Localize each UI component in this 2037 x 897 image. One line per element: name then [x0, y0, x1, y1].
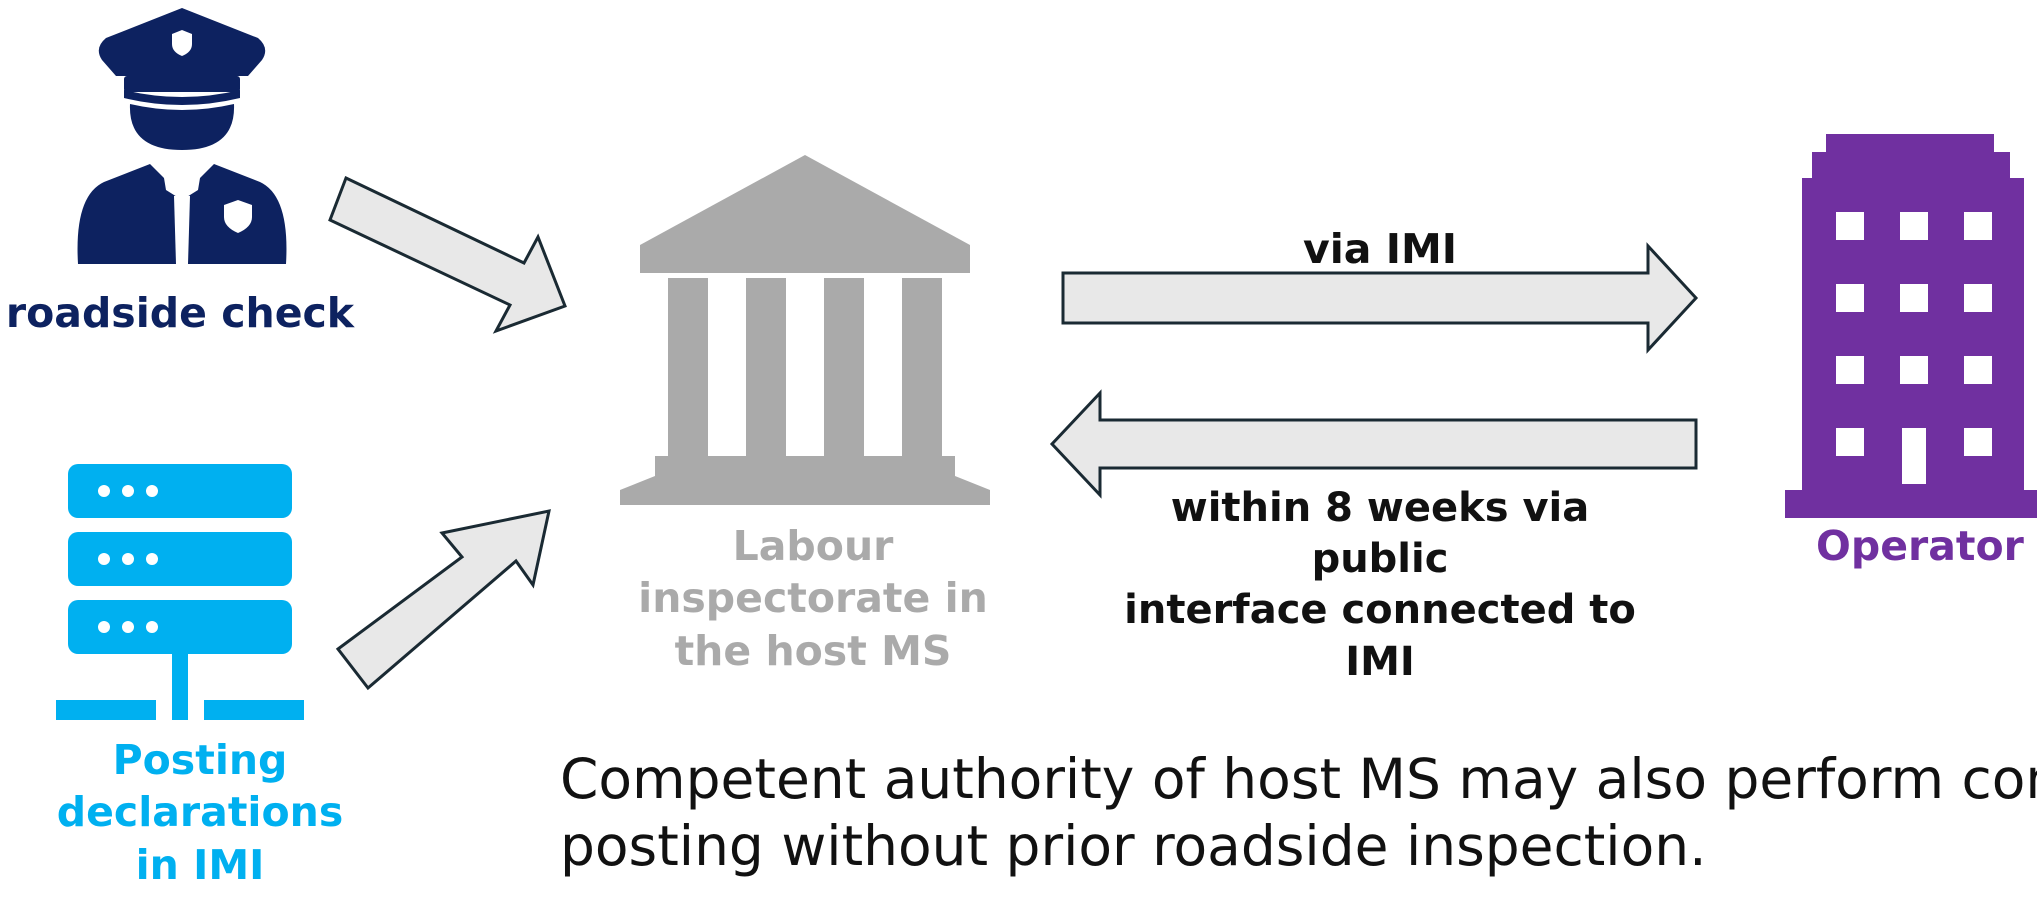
- government-building-icon: [620, 155, 990, 505]
- note-text: Competent authority of host MS may also …: [560, 747, 2037, 879]
- arrow-to-authority: [1049, 389, 1698, 499]
- within-8-weeks-label: within 8 weeks via public interface conn…: [1124, 485, 1636, 685]
- roadside-check-label: roadside check: [5, 289, 355, 337]
- via-imi-label: via IMI: [1302, 225, 1458, 273]
- server-rack-icon: [56, 464, 304, 720]
- posting-declarations-label: Posting declarations in IMI: [56, 736, 344, 889]
- office-building-icon: [1785, 134, 2037, 518]
- labour-inspectorate-label: Labour inspectorate in the host MS: [638, 522, 988, 675]
- arrow-roadside-to-authority: [328, 175, 567, 334]
- operator-label: Operator: [1816, 522, 2024, 570]
- arrow-posting-to-authority: [335, 509, 551, 691]
- arrow-to-operator: [1061, 242, 1699, 354]
- police-officer-icon: [77, 8, 287, 264]
